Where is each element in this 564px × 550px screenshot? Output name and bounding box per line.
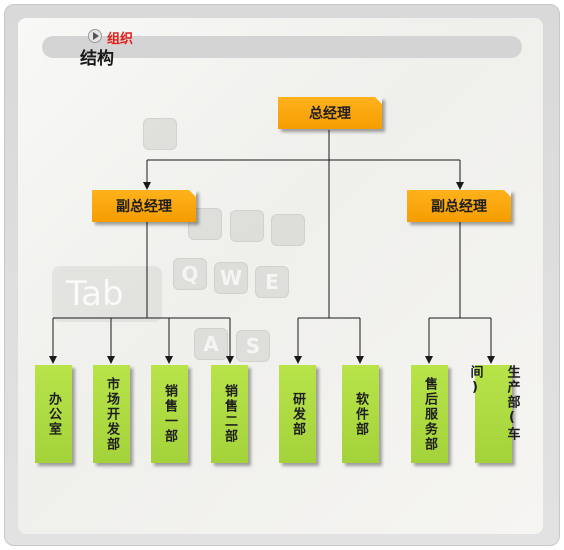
- dept-production: 生产部(车间): [468, 365, 520, 463]
- watermark-keyboard-key: E: [255, 266, 289, 298]
- watermark-keyboard-key: Tab: [52, 266, 162, 322]
- ceo-box: 总经理: [278, 97, 382, 129]
- dept-after-sales: 售后服务部: [411, 365, 448, 463]
- title-bar: [42, 36, 522, 58]
- watermark-keyboard-key: W: [214, 262, 248, 294]
- dept-sales-2: 销售二部: [211, 365, 248, 463]
- vp-box-right: 副总经理: [407, 190, 511, 222]
- dept-sales-1: 销售一部: [151, 365, 188, 463]
- dept-market-development: 市场开发部: [93, 365, 130, 463]
- dept-software: 软件部: [342, 365, 379, 463]
- watermark-keyboard-key: S: [236, 330, 270, 362]
- watermark-keyboard-key: [230, 210, 264, 242]
- vp-box-left: 副总经理: [92, 190, 196, 222]
- section-label: 组织: [107, 32, 134, 47]
- dept-office: 办公室: [35, 365, 72, 463]
- watermark-keyboard-key: Q: [173, 258, 207, 290]
- play-circle-icon: [88, 29, 102, 43]
- page-title: 结构: [80, 49, 114, 69]
- watermark-keyboard-key: A: [194, 328, 228, 360]
- dept-rnd: 研发部: [279, 365, 316, 463]
- watermark-keyboard-key: [271, 214, 305, 246]
- watermark-keyboard-key: [143, 118, 177, 150]
